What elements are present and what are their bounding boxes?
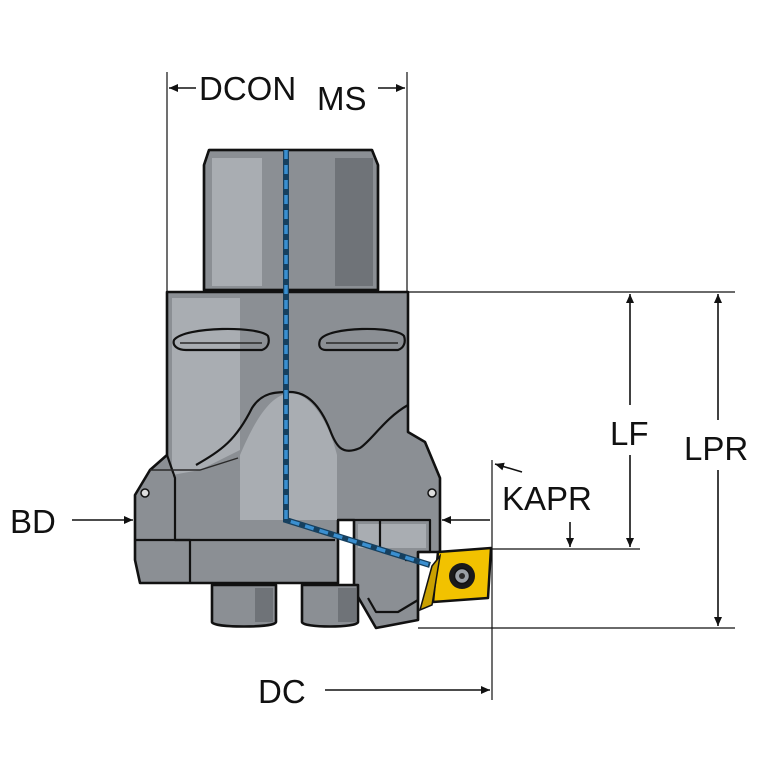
dcon-dimension [166, 72, 408, 292]
kapr-label: KAPR [502, 480, 592, 517]
kapr-dimension [491, 460, 574, 700]
dc-label: DC [258, 673, 306, 710]
bd-label: BD [10, 503, 56, 540]
coolant-channel [283, 150, 431, 568]
lpr-label: LPR [684, 430, 748, 467]
dcon-label: DCON [199, 70, 296, 107]
lf-dimension [408, 291, 735, 550]
dcon-subscript: MS [317, 80, 367, 117]
cutting-insert [418, 546, 493, 612]
lpr-dimension [418, 294, 735, 629]
bottom-bosses [210, 583, 360, 628]
lf-label: LF [610, 415, 649, 452]
shank [202, 148, 380, 292]
